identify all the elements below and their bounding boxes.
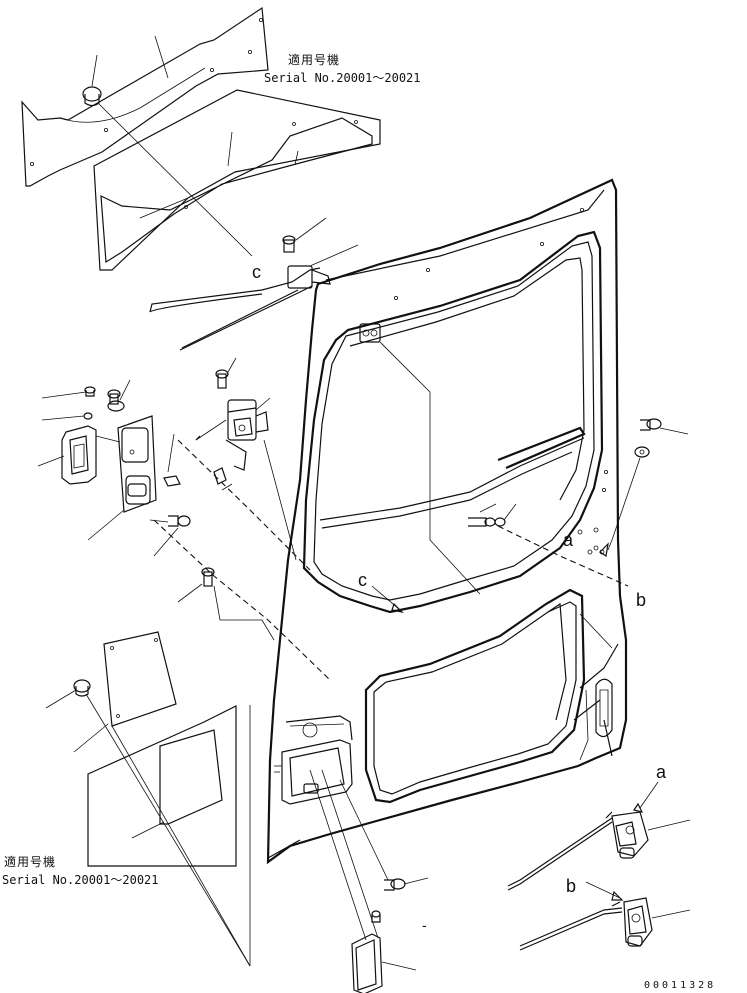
serial-heading-top: 適用号機 [288, 52, 340, 67]
assembly-dash-line [153, 519, 331, 681]
callout-c-top: c [252, 262, 261, 282]
drawing-number: 00011328 [644, 980, 716, 991]
outer-handle-grip [309, 769, 417, 993]
bolt-mid-right [468, 503, 517, 527]
arrowhead [599, 542, 609, 558]
reference-line [85, 693, 251, 967]
latch-a [507, 781, 691, 891]
bolt-top-left [82, 54, 102, 107]
door-lock-mechanism [195, 357, 271, 491]
door-handle-recess [274, 715, 353, 805]
callout-c-mid: c [358, 570, 367, 590]
bolt-center-left [177, 567, 275, 641]
lower-variant-plate [87, 705, 237, 867]
upper-variant-plate [93, 89, 381, 271]
hole [577, 529, 583, 535]
reference-line [111, 725, 251, 967]
inner-handle-assembly [37, 379, 191, 557]
small-mark: - [422, 917, 427, 933]
leader-line [154, 35, 169, 79]
hole [593, 545, 599, 551]
hole [587, 549, 593, 555]
arrowhead [391, 602, 404, 613]
callout-a-mid: a [563, 530, 574, 550]
serial-heading-bottom: 適用号機 [4, 854, 56, 869]
upper-window [302, 207, 609, 614]
upper-lock-rod [149, 217, 359, 351]
bolt-right [607, 418, 689, 551]
screw-bottom-center [371, 910, 381, 923]
upper-cover-plate [21, 6, 269, 187]
reference-line [98, 103, 253, 257]
hole [593, 527, 599, 533]
latch-b [519, 881, 691, 951]
assembly-dash-line [177, 439, 311, 571]
serial-number-bottom: Serial No.20001～20021 [2, 873, 159, 887]
bolt-dash-line [497, 525, 629, 587]
reference-line [429, 539, 481, 595]
lower-cover-plate [45, 631, 177, 753]
lower-window [364, 588, 586, 804]
bolt-bottom-center [339, 779, 429, 891]
reference-line [379, 341, 431, 393]
callout-b-bottom: b [566, 876, 576, 896]
door-frame [266, 178, 628, 865]
serial-number-top: Serial No.20001～20021 [264, 71, 421, 85]
callout-a-bottom: a [656, 762, 667, 782]
callout-b-mid: b [636, 590, 646, 610]
reference-line [263, 439, 297, 561]
